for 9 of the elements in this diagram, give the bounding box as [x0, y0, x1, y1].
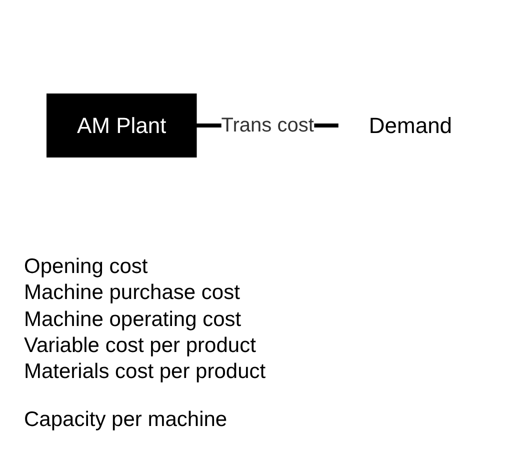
cost-item-text: Opening cost	[24, 254, 149, 280]
node-box: AM Plant	[46, 93, 197, 157]
cost-item-text: Machine purchase cost	[24, 280, 241, 306]
node-text: Demand	[368, 112, 452, 138]
cost-item-text: Capacity per machine	[24, 407, 228, 434]
edge-label: Trans cost	[221, 114, 314, 136]
cost-item-text: Machine operating cost	[24, 306, 242, 332]
cost-item-text: Materials cost per product	[24, 359, 267, 385]
cost-item-text: Variable cost per product	[24, 332, 257, 359]
